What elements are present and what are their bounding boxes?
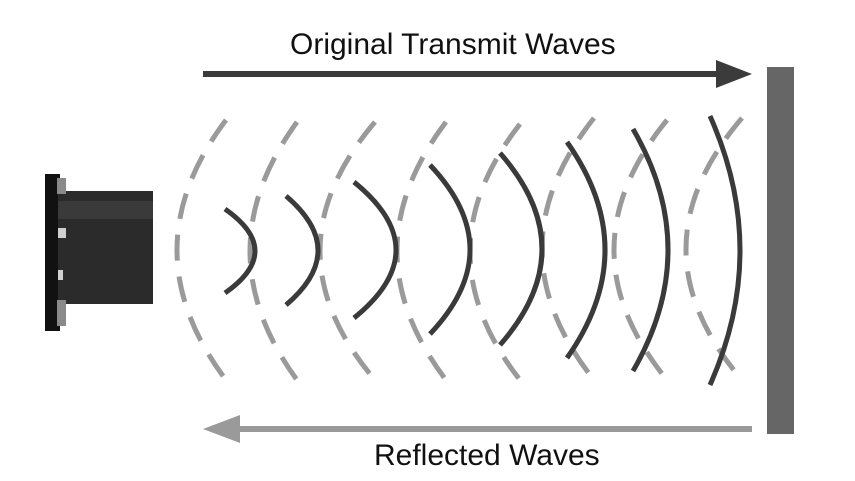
ultrasonic-sensor: [45, 174, 153, 331]
transmitted-wave-8: [707, 114, 743, 387]
reflected-arrow: [203, 415, 752, 443]
transmit-arrow: [203, 60, 752, 88]
reflected-wave-4: [394, 120, 448, 382]
reflected-wave-2: [247, 120, 300, 382]
reflected-wave-6: [539, 116, 596, 382]
transmitted-wave-3: [352, 180, 399, 320]
sensor-body-highlight: [58, 201, 153, 219]
reflected-waves-label: Reflected Waves: [374, 439, 600, 472]
sensor-pin-low: [58, 270, 63, 280]
transmitted-wave-4: [428, 163, 473, 336]
transmitted-waves: [223, 114, 743, 387]
sensor-pin-top: [57, 178, 66, 194]
sensor-pin-bottom: [57, 300, 66, 326]
reflected-wave-3: [317, 120, 377, 382]
reflected-waves: [174, 116, 744, 382]
reflecting-wall: [767, 67, 794, 434]
reflected-wave-8: [683, 116, 744, 382]
sensor-pin-mid: [58, 228, 66, 238]
reflected-wave-7: [611, 118, 669, 382]
transmitted-wave-2: [284, 194, 321, 307]
reflected-wave-1: [174, 118, 228, 382]
sensor-plate: [45, 174, 60, 331]
transmitted-wave-1: [223, 206, 258, 296]
transmitted-wave-5: [498, 151, 545, 347]
transmitted-wave-6: [564, 140, 608, 360]
transmit-waves-label: Original Transmit Waves: [290, 28, 616, 61]
transmitted-wave-7: [630, 127, 671, 373]
reflected-wave-5: [467, 122, 522, 382]
